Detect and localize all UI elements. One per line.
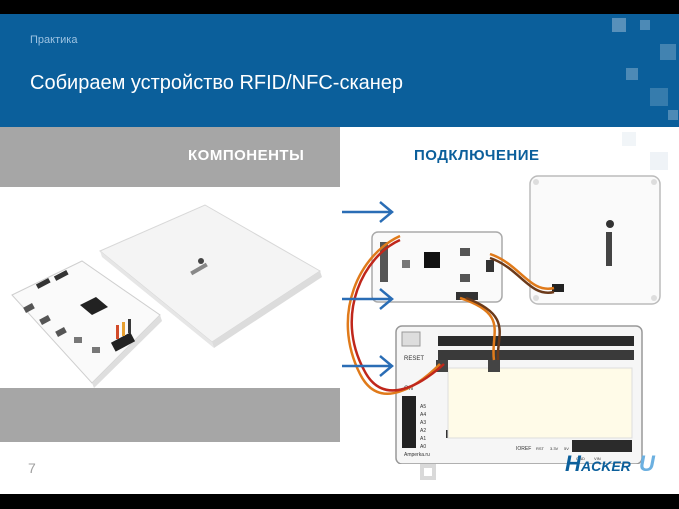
rfid-module-board [11, 260, 162, 388]
components-footer-band [0, 388, 340, 442]
top-letterbox [0, 0, 679, 14]
doc-icon [418, 462, 438, 482]
slide-title: Собираем устройство RFID/NFC-сканер [30, 72, 404, 94]
connection-heading: ПОДКЛЮЧЕНИЕ [414, 147, 540, 164]
slide-header: Практика Собираем устройство RFID/NFC-ск… [0, 14, 679, 127]
decor-square [650, 152, 668, 170]
troyka-shield: RESET ON A5 A4 A3 A2 A1 A0 Amperka.ru Tr… [395, 325, 643, 465]
ioref-label: IOREF [516, 446, 531, 452]
reset-label: RESET [404, 356, 424, 362]
wires [346, 234, 555, 395]
bottom-letterbox [0, 494, 679, 509]
nfc-antenna-board [529, 175, 661, 305]
arrow-icon [342, 288, 394, 310]
pin-a5: A5 [420, 404, 426, 410]
svg-text:U: U [639, 451, 656, 476]
components-header-band [0, 127, 340, 187]
decor-square [612, 18, 626, 32]
decor-square [660, 44, 676, 60]
brand-label: Amperka.ru [404, 452, 430, 458]
decor-square [622, 132, 636, 146]
pin-a1: A1 [420, 436, 426, 442]
arrow-icon [342, 355, 394, 377]
svg-text:ACKER: ACKER [580, 458, 632, 474]
components-image [0, 187, 340, 388]
connection-diagram: RESET ON A5 A4 A3 A2 A1 A0 Amperka.ru Tr… [340, 164, 679, 465]
decor-square [650, 88, 668, 106]
decor-square [626, 68, 638, 80]
pin-a2: A2 [420, 428, 426, 434]
pin-3v3: 3.3V [550, 446, 559, 451]
pin-vin: VIN [594, 456, 601, 461]
pin-5v: 5V [564, 446, 569, 451]
pin-rst: RST [536, 446, 545, 451]
arrow-icon [342, 201, 394, 223]
pin-gnd: GND [576, 456, 585, 461]
hackeru-logo: H ACKER U [563, 447, 663, 479]
page-number: 7 [28, 460, 36, 476]
nfc-antenna-board [99, 204, 322, 348]
components-heading: КОМПОНЕНТЫ [188, 147, 305, 164]
pin-a3: A3 [420, 420, 426, 426]
rfid-module [371, 231, 503, 303]
slide: Практика Собираем устройство RFID/NFC-ск… [0, 14, 679, 494]
svg-text:H: H [565, 451, 582, 476]
pin-a4: A4 [420, 412, 426, 418]
arrows [342, 201, 394, 377]
decor-square [640, 20, 650, 30]
pin-a0: A0 [420, 444, 426, 450]
slide-kicker: Практика [30, 34, 78, 46]
decor-square [668, 110, 678, 120]
